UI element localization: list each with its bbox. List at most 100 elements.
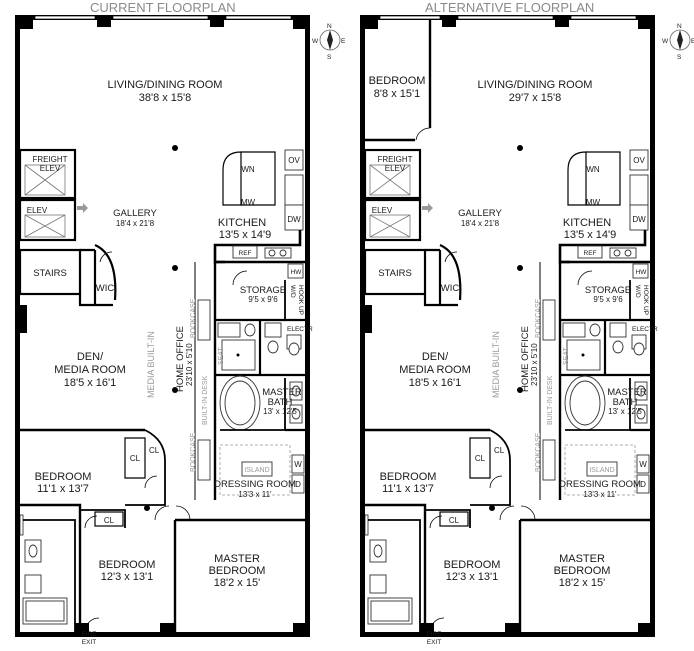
room-bed1-dim: 11'1 x 13'7 — [37, 483, 89, 495]
current-floorplan: CURRENT FLOORPLAN LIVING/DINING ROOM 38'… — [13, 0, 313, 646]
compass-icon: N E S W — [312, 23, 346, 61]
room-mbed-name: MASTER — [214, 553, 260, 565]
label-dw: DW — [632, 215, 646, 224]
room-mbath-name: MASTER — [607, 387, 647, 398]
label-stairs: STAIRS — [33, 268, 67, 279]
room-den-name2: MEDIA ROOM — [54, 364, 126, 376]
label-cl: CL — [475, 454, 486, 463]
label-fire: FIRE — [427, 631, 442, 638]
label-island: ISLAND — [589, 467, 614, 474]
label-exit: EXIT — [82, 639, 96, 646]
room-kitchen-dim: 13'5 x 14'9 — [219, 229, 272, 241]
label-island: ISLAND — [244, 467, 269, 474]
label-d: D — [295, 480, 301, 489]
label-media-builtin: MEDIA BUILT-IN — [146, 331, 156, 398]
room-storage-dim: 9'5 x 9'6 — [593, 295, 623, 304]
compass-s: S — [677, 54, 682, 61]
label-bookcase-bottom: BOOKCASE — [535, 432, 542, 472]
room-gallery-name: GALLERY — [458, 208, 502, 219]
label-stairs: STAIRS — [378, 268, 412, 279]
label-dw: DW — [287, 215, 301, 224]
room-den-name: DEN/ — [77, 351, 104, 363]
compass-n: N — [327, 23, 332, 30]
label-wic: WIC — [441, 283, 460, 294]
room-bed2-name: BEDROOM — [444, 559, 501, 571]
room-storage-name: STORAGE — [585, 285, 631, 296]
room-living-dim: 38'8 x 15'8 — [139, 92, 192, 104]
compass-w: W — [312, 38, 319, 45]
room-den-dim: 18'5 x 16'1 — [64, 377, 117, 389]
room-mbed-dim: 18'2 x 15' — [559, 577, 605, 589]
plan-title: CURRENT FLOORPLAN — [90, 0, 236, 15]
label-wn: WN — [586, 165, 600, 174]
label-cl-3: CL — [104, 516, 115, 525]
label-builtin-desk: BUILT-IN DESK — [202, 375, 209, 425]
label-cl-3: CL — [449, 516, 460, 525]
room-bed2-dim: 12'3 x 13'1 — [101, 571, 154, 583]
room-bed1-name: BEDROOM — [35, 471, 92, 483]
label-media-builtin: MEDIA BUILT-IN — [491, 331, 501, 398]
label-ov: OV — [288, 156, 300, 165]
room-living-dim: 29'7 x 15'8 — [509, 92, 562, 104]
room-mbed-name2: BEDROOM — [209, 565, 266, 577]
label-hookup: HOOK UP — [642, 285, 649, 315]
room-storage-name: STORAGE — [240, 285, 286, 296]
compass-n: N — [677, 23, 682, 30]
room-living-name: LIVING/DINING ROOM — [478, 79, 593, 91]
label-d: D — [640, 480, 646, 489]
room-kitchen-name: KITCHEN — [563, 217, 611, 229]
room-mbed-name: MASTER — [559, 553, 605, 565]
label-electr: ELECTR — [287, 326, 313, 333]
alternative-floorplan: ALTERNATIVE FLOORPLAN BEDROOM 8'8 x 15'1… — [358, 0, 658, 646]
room-bed2-name: BEDROOM — [99, 559, 156, 571]
label-freight-elev: ELEV — [385, 164, 406, 173]
room-kitchen-dim: 13'5 x 14'9 — [564, 229, 617, 241]
label-cl: CL — [130, 454, 141, 463]
room-gallery-name: GALLERY — [113, 208, 157, 219]
room-bed2-dim: 12'3 x 13'1 — [446, 571, 499, 583]
compass-e: E — [341, 38, 346, 45]
label-wic: WIC — [96, 283, 115, 294]
label-cl-2: CL — [494, 446, 505, 455]
label-cl-2: CL — [149, 446, 160, 455]
room-mbath-name: MASTER — [262, 387, 302, 398]
room-den-dim: 18'5 x 16'1 — [409, 377, 462, 389]
room-bed1-dim: 11'1 x 13'7 — [382, 483, 434, 495]
label-w: W — [639, 460, 647, 469]
room-gallery-dim: 18'4 x 21'8 — [116, 219, 155, 228]
label-hw: HW — [636, 269, 648, 276]
room-bed1-name: BEDROOM — [380, 471, 437, 483]
label-freight-elev: ELEV — [40, 164, 61, 173]
room-dressing-name: DRESSING ROOM — [214, 479, 296, 490]
label-elev: ELEV — [372, 206, 393, 215]
label-freight: FREIGHT — [32, 155, 67, 164]
room-den-name: DEN/ — [422, 351, 449, 363]
label-bookcase-bottom: BOOKCASE — [190, 432, 197, 472]
label-exit: EXIT — [427, 639, 441, 646]
room-storage-dim: 9'5 x 9'6 — [248, 295, 278, 304]
room-den-name2: MEDIA ROOM — [399, 364, 471, 376]
label-seat: SEAT — [563, 347, 570, 365]
compass-s: S — [327, 54, 332, 61]
label-hookup: HOOK UP — [297, 285, 304, 315]
room-kitchen-name: KITCHEN — [218, 217, 266, 229]
room-gallery-dim: 18'4 x 21'8 — [461, 219, 500, 228]
label-mw: MW — [586, 198, 601, 207]
room-office-dim: 23'10 x 5'10 — [185, 343, 194, 386]
room-mbath-name2: BATH — [268, 397, 293, 408]
label-ref: REF — [239, 250, 252, 257]
label-bookcase-top: BOOKCASE — [190, 298, 197, 338]
label-ov: OV — [633, 156, 645, 165]
room-mbath-name2: BATH — [613, 397, 638, 408]
compass-icon: N E S W — [662, 23, 694, 61]
room-office-dim: 23'10 x 5'10 — [530, 343, 539, 386]
label-fire: FIRE — [82, 631, 97, 638]
label-bookcase-top: BOOKCASE — [535, 298, 542, 338]
label-electr: ELECTR — [632, 326, 658, 333]
room-dressing-dim: 13'3 x 11' — [583, 490, 617, 499]
label-mw: MW — [241, 198, 256, 207]
compass-e: E — [691, 38, 694, 45]
label-ref: REF — [584, 250, 597, 257]
label-wd: W/D — [289, 285, 296, 298]
